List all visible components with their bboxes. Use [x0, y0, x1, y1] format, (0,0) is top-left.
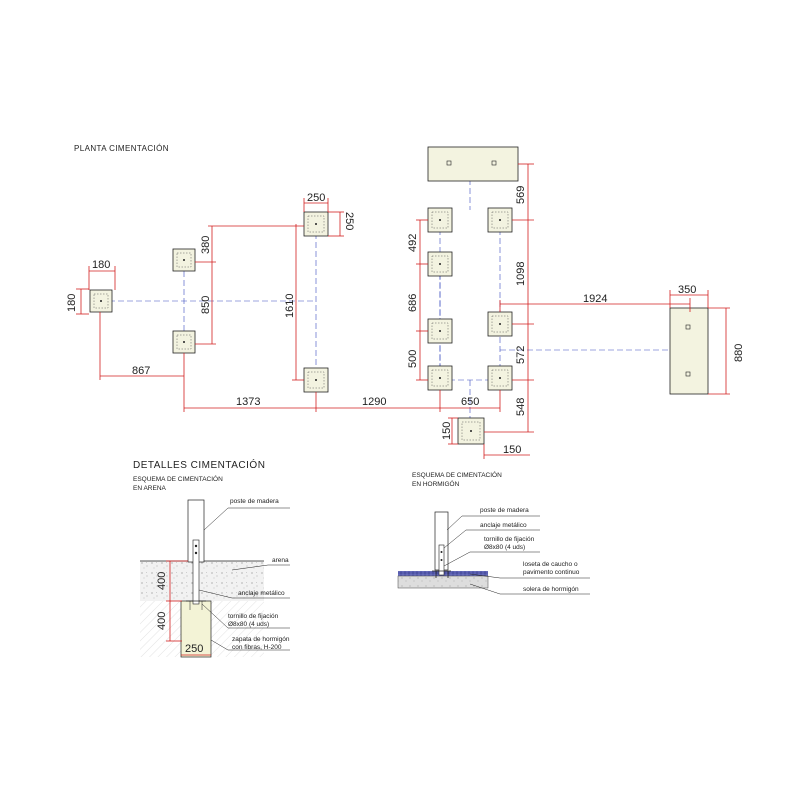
dim-1610: 1610 — [284, 294, 296, 318]
concrete-detail: ESQUEMA DE CIMENTACIÓN EN HORMIGÓN poste… — [397, 470, 590, 595]
footings — [89, 146, 709, 445]
label-tile-1: loseta de caucho o — [523, 561, 578, 568]
dim-180-h: 180 — [92, 259, 110, 271]
footing-c4 — [427, 365, 453, 391]
label-bolt-concrete-1: tornillo de fijación — [484, 536, 535, 543]
footing-b2 — [303, 367, 329, 393]
label-anchor: anclaje metálico — [238, 590, 285, 597]
dim-1373: 1373 — [236, 396, 260, 408]
concrete-title-line2: EN HORMIGÓN — [412, 479, 460, 488]
label-anchor-concrete: anclaje metálico — [480, 522, 527, 529]
footing-c2 — [427, 251, 453, 277]
footing-c1 — [427, 207, 453, 233]
dim-150-h: 150 — [503, 444, 521, 456]
dim-footing-400: 400 — [156, 612, 168, 630]
footing-d2 — [487, 311, 513, 337]
dimension-labels: 180 180 250 250 380 850 1610 867 1373 12… — [66, 186, 745, 456]
dim-880: 880 — [733, 344, 745, 362]
dim-569: 569 — [515, 186, 527, 204]
dimension-lines — [76, 163, 730, 459]
dim-1924: 1924 — [583, 293, 607, 305]
label-footing-1: zapata de hormigón — [232, 636, 290, 643]
dim-380: 380 — [200, 236, 212, 254]
dim-150-v: 150 — [441, 422, 453, 440]
dim-350: 350 — [678, 284, 696, 296]
dim-686: 686 — [407, 294, 419, 312]
label-bolt-1: tornillo de fijación — [228, 613, 279, 620]
concrete-title-line1: ESQUEMA DE CIMENTACIÓN — [412, 470, 502, 479]
plan-title: PLANTA CIMENTACIÓN — [74, 144, 169, 153]
dim-572: 572 — [515, 346, 527, 364]
dim-850: 850 — [200, 296, 212, 314]
footing-c3 — [427, 318, 453, 344]
dim-250-right: 250 — [343, 212, 355, 230]
dim-867: 867 — [132, 365, 150, 377]
dim-1098: 1098 — [515, 262, 527, 286]
footing-a1 — [172, 248, 196, 272]
label-slab: solera de hormigón — [523, 586, 579, 593]
label-bolt-2: Ø8x80 (4 uds) — [228, 621, 269, 628]
sand-detail: ESQUEMA DE CIMENTACIÓN EN ARENA 400 400 … — [133, 474, 290, 658]
footing-top-slab — [427, 146, 519, 182]
label-bolt-concrete-2: Ø8x80 (4 uds) — [484, 544, 525, 551]
dim-1290: 1290 — [362, 396, 386, 408]
label-footing-2: con fibras, H-200 — [232, 644, 282, 651]
footing-a2 — [172, 330, 196, 354]
dim-650: 650 — [461, 396, 479, 408]
metal-anchor — [192, 539, 200, 605]
footing-right-slab — [669, 307, 709, 395]
label-post-concrete: poste de madera — [480, 507, 529, 514]
dim-sand-400: 400 — [156, 572, 168, 590]
dim-548: 548 — [515, 398, 527, 416]
dim-500: 500 — [407, 350, 419, 368]
sand-title-line1: ESQUEMA DE CIMENTACIÓN — [133, 474, 223, 483]
footing-d1 — [487, 207, 513, 233]
dim-footing-250: 250 — [185, 643, 203, 655]
label-sand: arena — [272, 557, 289, 564]
dim-492: 492 — [407, 234, 419, 252]
footing-bottom — [457, 417, 485, 445]
footing-b1 — [303, 211, 329, 237]
dim-180-v: 180 — [66, 294, 78, 312]
footing-d3 — [487, 365, 513, 391]
sand-title-line2: EN ARENA — [133, 485, 167, 492]
label-post: poste de madera — [230, 498, 279, 505]
details-title: DETALLES CIMENTACIÓN — [133, 458, 265, 471]
footing-left — [89, 289, 113, 313]
label-tile-2: pavimento continuo — [523, 569, 580, 576]
dim-250-top: 250 — [307, 192, 325, 204]
concrete-footing — [180, 600, 212, 658]
sand-layer — [140, 561, 264, 601]
concrete-slab — [397, 575, 489, 589]
